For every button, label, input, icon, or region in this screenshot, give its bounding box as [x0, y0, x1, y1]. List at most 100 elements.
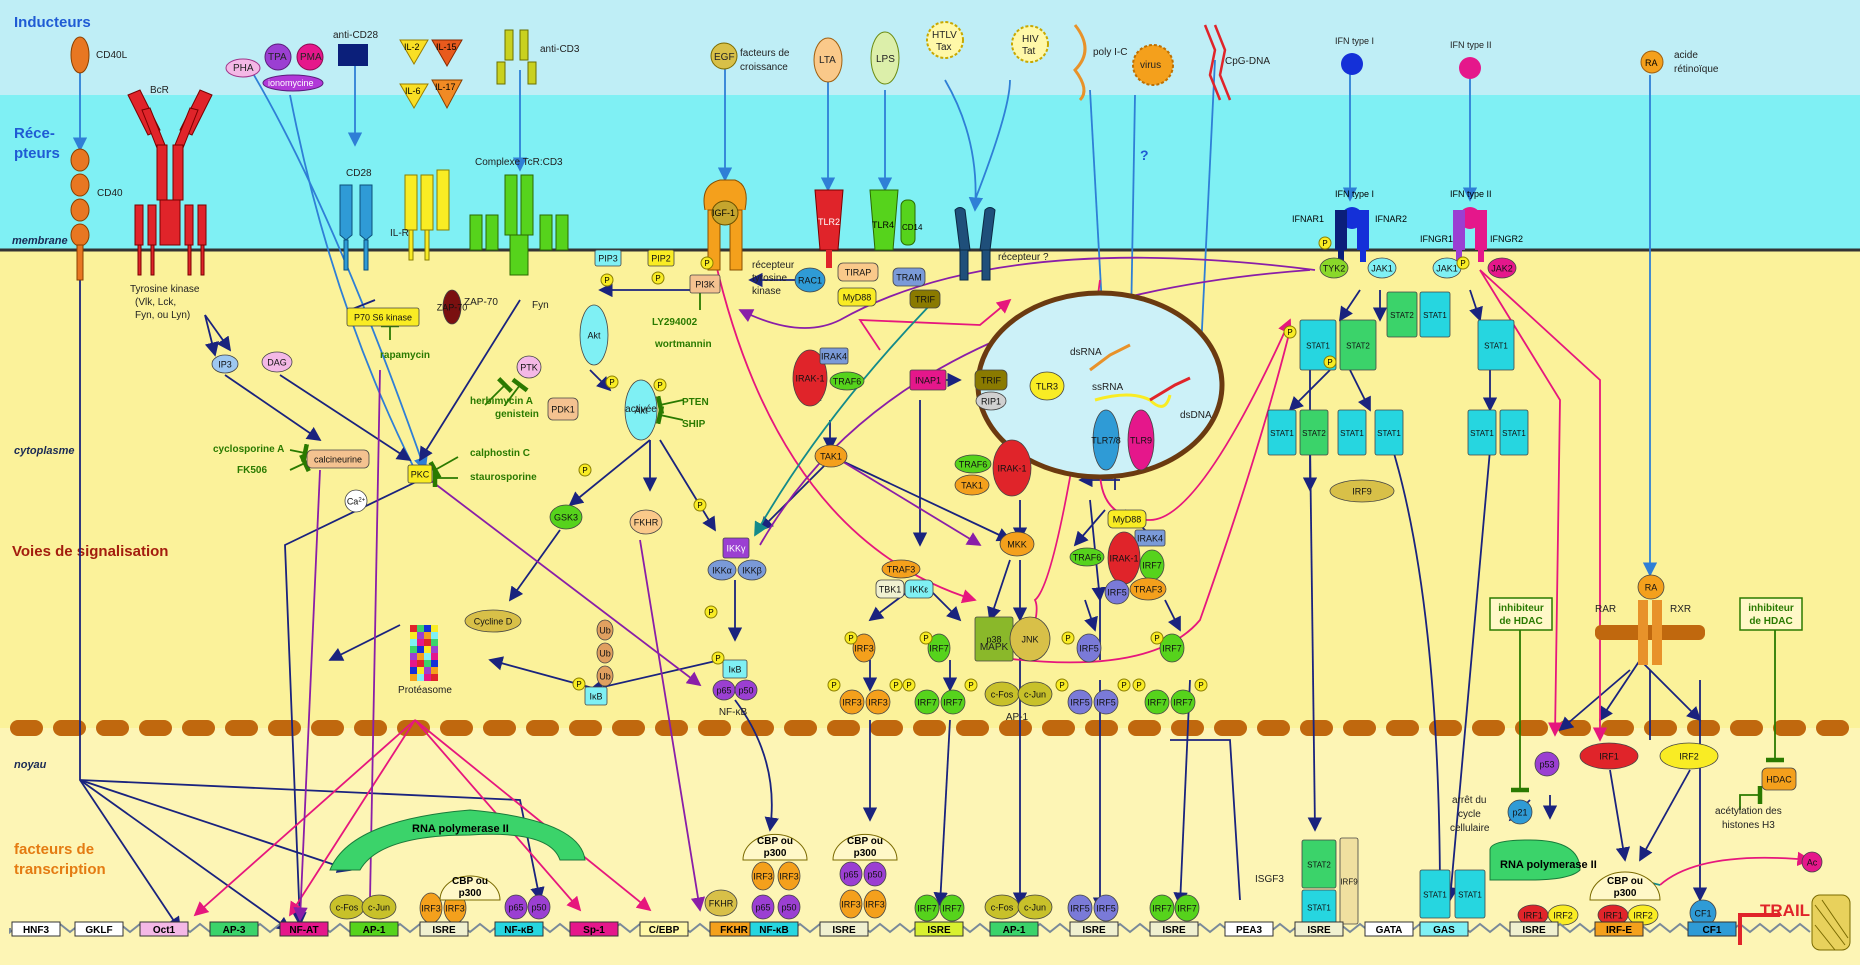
label-fyn: Fyn — [532, 300, 549, 311]
nuclear-pore-segment — [1300, 720, 1333, 736]
phosphate-marker — [1117, 678, 1131, 692]
label-tbk1: TBK1 — [879, 585, 902, 595]
nuclear-pore-segment — [1257, 720, 1290, 736]
label-p50: p50 — [531, 903, 546, 913]
label-irf5: IRF5 — [1070, 698, 1090, 708]
promoter-site — [989, 921, 1039, 937]
label-p65: p65 — [843, 870, 858, 880]
label-irf1: IRF1 — [1603, 911, 1623, 921]
zone-label-membrane: membrane — [12, 235, 68, 247]
label-jnk: JNK — [1021, 635, 1038, 645]
promoter-site — [139, 921, 189, 937]
label-tlr78: TLR7/8 — [1091, 436, 1121, 446]
node-cytoplasm-irf3: IRF3 — [863, 889, 887, 919]
label-p65: p65 — [755, 903, 770, 913]
label-phosphate: P — [609, 378, 614, 387]
label-rac1: RAC1 — [798, 276, 822, 286]
nuclear-pore-segment — [440, 720, 473, 736]
pathway-arrows — [72, 59, 1812, 932]
label-ifnar2: IFNAR2 — [1375, 214, 1407, 224]
label-pkc: PKC — [411, 470, 430, 480]
promoter-site — [569, 921, 619, 937]
label-tcr: Complexe TcR:CD3 — [475, 157, 563, 168]
label-p21: p21 — [1512, 808, 1527, 818]
node-cytoplasm-stat2: STAT2 — [1301, 839, 1337, 889]
node-cytoplasm-jak1: JAK1 — [1367, 257, 1397, 279]
rar-rxr-dimer — [1595, 600, 1705, 665]
label-facteurs-croissance-2: croissance — [740, 62, 788, 73]
inducer-lps — [870, 31, 900, 85]
nuclear-pore-segment — [1644, 720, 1677, 736]
label-rtk-2: tyrosine — [752, 273, 787, 284]
label-tlr3: TLR3 — [1036, 382, 1058, 392]
label-stat1: STAT1 — [1307, 904, 1331, 913]
label-phosphate: P — [1322, 239, 1327, 248]
nuclear-pore-segment — [956, 720, 989, 736]
label-traf6: TRAF6 — [959, 460, 988, 470]
label-irak4: IRAK4 — [821, 352, 847, 362]
label-traf3: TRAF3 — [1134, 585, 1163, 595]
label-p70: P70 S6 kinase — [354, 313, 412, 323]
label-pdk1: PDK1 — [551, 405, 575, 415]
nuclear-pore-segment — [10, 720, 43, 736]
zone-label-facteurs: facteurs de — [14, 841, 94, 858]
label-ca: Ca2+ — [347, 497, 366, 507]
promoter-site-label: ISRE — [1307, 925, 1331, 936]
label-irf3: IRF3 — [445, 904, 465, 914]
node-cytoplasm-stat1: STAT1 — [1419, 291, 1451, 338]
label-hiv: HIV — [1022, 34, 1039, 45]
nuclear-pore-segment — [1773, 720, 1806, 736]
node-cytoplasm-rac1: RAC1 — [794, 267, 826, 293]
node-cytoplasm-irf7: IRF7 — [1159, 633, 1185, 663]
node-cytoplasm-p70: P70 S6 kinase — [346, 307, 420, 327]
receptor-tlr4-cd14: TLR4 CD14 — [869, 189, 923, 251]
node-cytoplasm-irf7: IRF7 — [1174, 894, 1200, 922]
nuclear-pore-segment — [1386, 720, 1419, 736]
zone-label-noyau: noyau — [14, 759, 47, 771]
phosphate-marker — [700, 256, 714, 270]
label-tlr2: TLR2 — [818, 217, 840, 227]
node-cytoplasm-p65: p65 — [751, 894, 775, 920]
node-cytoplasm-tlr9: TLR9 — [1127, 409, 1155, 471]
node-cytoplasm-stat1: STAT1 — [1454, 869, 1486, 919]
nuclear-pore-segment — [182, 720, 215, 736]
label-irf9: IRF9 — [1340, 878, 1358, 887]
endosome-dsdna — [1149, 376, 1191, 402]
label-pha: PHA — [233, 63, 254, 74]
phosphate-marker — [964, 678, 978, 692]
label-nfkb: NF-κB — [719, 707, 748, 718]
node-cytoplasm-stat1: STAT1 — [1337, 409, 1367, 456]
node-cytoplasm-irf5: IRF5 — [1067, 689, 1093, 715]
label-cd14: CD14 — [902, 223, 923, 232]
label-stat1: STAT1 — [1470, 429, 1494, 438]
label-trif: TRIF — [981, 376, 1001, 386]
label-phosphate: P — [831, 681, 836, 690]
node-cytoplasm-ptk: PTK — [516, 355, 542, 379]
promoter-site-label: GKLF — [85, 925, 112, 936]
inducer-il15 — [431, 39, 463, 68]
node-nucleus-irf2: IRF2 — [1659, 742, 1719, 770]
inducer-hiv: HIV Tat — [1011, 25, 1049, 63]
node-cytoplasm-irak1: IRAK-1 — [1107, 531, 1141, 585]
promoter-site — [1224, 921, 1274, 937]
node-cytoplasm-irf3: IRF3 — [839, 889, 863, 919]
node-cytoplasm-inap1: INAP1 — [909, 369, 947, 391]
nuclear-pore-segment — [698, 720, 731, 736]
label-arret-3: cellulaire — [1450, 823, 1490, 834]
label-rar: RAR — [1595, 604, 1616, 615]
nuclear-pore-segment — [913, 720, 946, 736]
promoter-site-label: ISRE — [432, 925, 456, 936]
label-herbimycin: herbimycin A — [470, 396, 533, 407]
label-virus: virus — [1140, 60, 1161, 71]
nuclear-pore-segment — [1601, 720, 1634, 736]
label-phosphate: P — [1460, 259, 1465, 268]
phosphate-marker — [902, 678, 916, 692]
nuclear-envelope — [10, 720, 1849, 736]
phosphate-marker — [1194, 678, 1208, 692]
label-irf5: IRF5 — [1096, 698, 1116, 708]
node-cytoplasm-irf7: IRF7 — [914, 894, 940, 922]
zone-label-transcription: transcription — [14, 861, 106, 878]
nuclear-pore-segment — [612, 720, 645, 736]
promoter-site — [74, 921, 124, 937]
node-cytoplasm-traf6: TRAF6 — [829, 371, 865, 391]
